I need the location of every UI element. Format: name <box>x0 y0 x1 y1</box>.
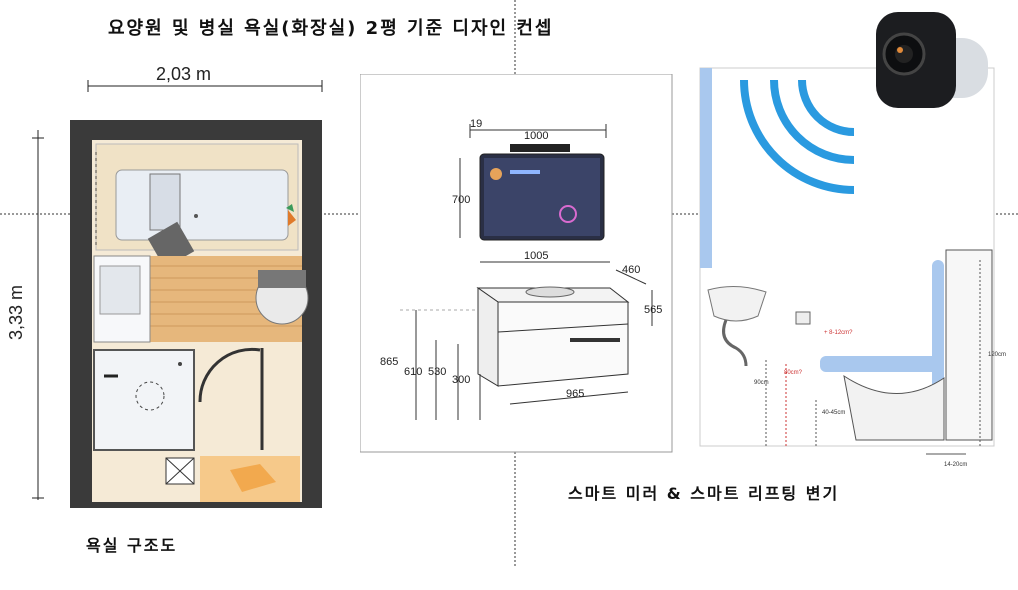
vanity-dimension-diagram <box>360 74 673 453</box>
bathroom-floor-plan <box>32 80 323 508</box>
cabinet-depth-label: 460 <box>622 264 641 276</box>
tank-height-label: 120cm <box>988 352 1007 358</box>
smart-features-caption: 스마트 미러 & 스마트 리프팅 변기 <box>568 484 840 503</box>
seat-height-label: 90cm <box>754 380 769 386</box>
total-height-label: 865 <box>380 356 399 368</box>
mirror-width-label: 1000 <box>524 130 549 142</box>
lift-height-label: 80cm? <box>784 370 803 376</box>
smart-toilet-diagram <box>699 67 995 455</box>
height-300-label: 300 <box>452 374 471 386</box>
page-title: 요양원 및 병실 욕실(화장실) 2평 기준 디자인 컨셉 <box>108 18 554 39</box>
base-width-label: 965 <box>566 388 585 400</box>
seat-range-label: 40-45cm <box>822 410 846 416</box>
mirror-height-label: 700 <box>452 194 471 206</box>
cabinet-width-label: 1005 <box>524 250 549 262</box>
height-610-label: 610 <box>404 366 423 378</box>
lift-range-label: + 8-12cm? <box>824 330 853 336</box>
camera-icon <box>868 8 990 108</box>
gap-label: 14-20cm <box>944 462 968 468</box>
height-530-label: 530 <box>428 366 447 378</box>
mirror-depth-label: 19 <box>470 118 483 130</box>
cabinet-height-label: 565 <box>644 304 663 316</box>
width-dimension-label: 2,03 m <box>156 64 212 84</box>
floor-plan-caption: 욕실 구조도 <box>86 536 178 555</box>
